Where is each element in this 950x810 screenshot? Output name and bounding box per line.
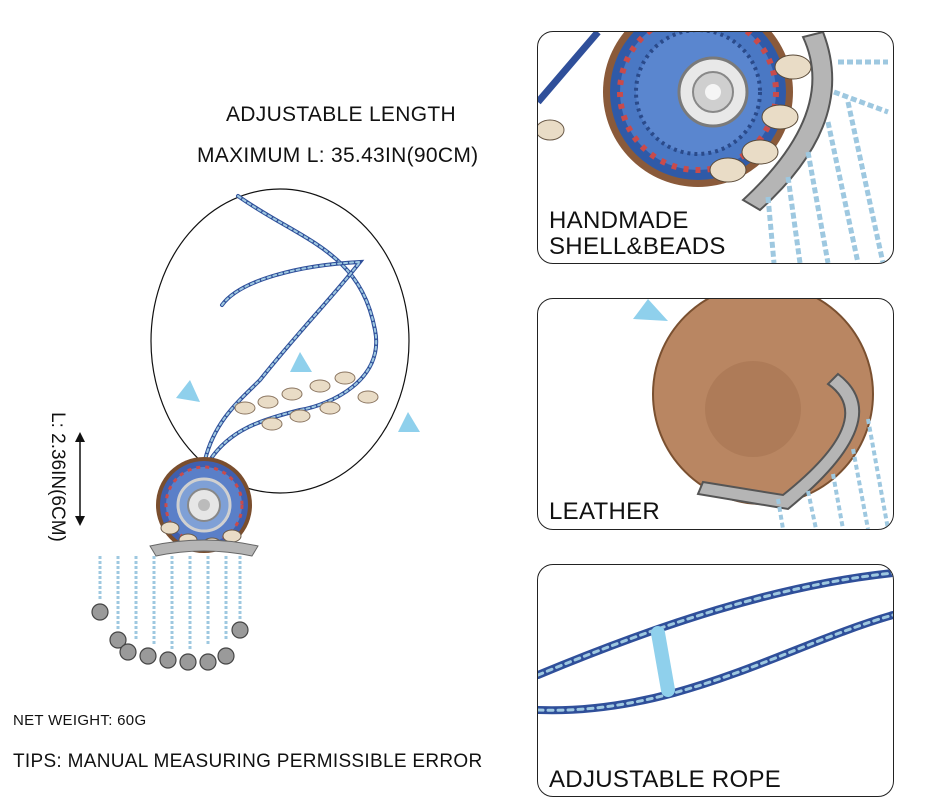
adjustable-rope-closeup <box>538 569 893 715</box>
shell-beads-closeup <box>538 32 889 263</box>
panel-label-adjustable-rope: ADJUSTABLE ROPE <box>549 766 782 793</box>
rope-highlight-ellipse <box>150 188 410 494</box>
tassels <box>176 352 420 432</box>
pendant-length-caption: L: 2.36IN(6CM) <box>47 412 68 542</box>
detail-panel-adjustable-rope: ADJUSTABLE ROPE <box>537 564 894 797</box>
shells <box>234 371 379 431</box>
rope <box>203 194 379 462</box>
pendant-dangles <box>91 556 249 671</box>
length-arrow <box>75 432 85 526</box>
panel-label-leather: LEATHER <box>549 498 661 525</box>
tips-caption: TIPS: MANUAL MEASURING PERMISSIBLE ERROR <box>13 751 483 772</box>
adjustable-length-caption: ADJUSTABLE LENGTH <box>226 103 456 126</box>
panel-label-shell-beads: HANDMADE SHELL&BEADS <box>549 207 726 260</box>
detail-panel-leather: LEATHER <box>537 298 894 530</box>
necklace-illustration <box>75 188 420 671</box>
pendant <box>149 457 259 557</box>
maximum-length-caption: MAXIMUM L: 35.43IN(90CM) <box>197 144 479 167</box>
leather-closeup <box>633 299 890 529</box>
detail-panel-shell-beads: HANDMADE SHELL&BEADS <box>537 31 894 264</box>
net-weight-caption: NET WEIGHT: 60G <box>13 712 147 729</box>
